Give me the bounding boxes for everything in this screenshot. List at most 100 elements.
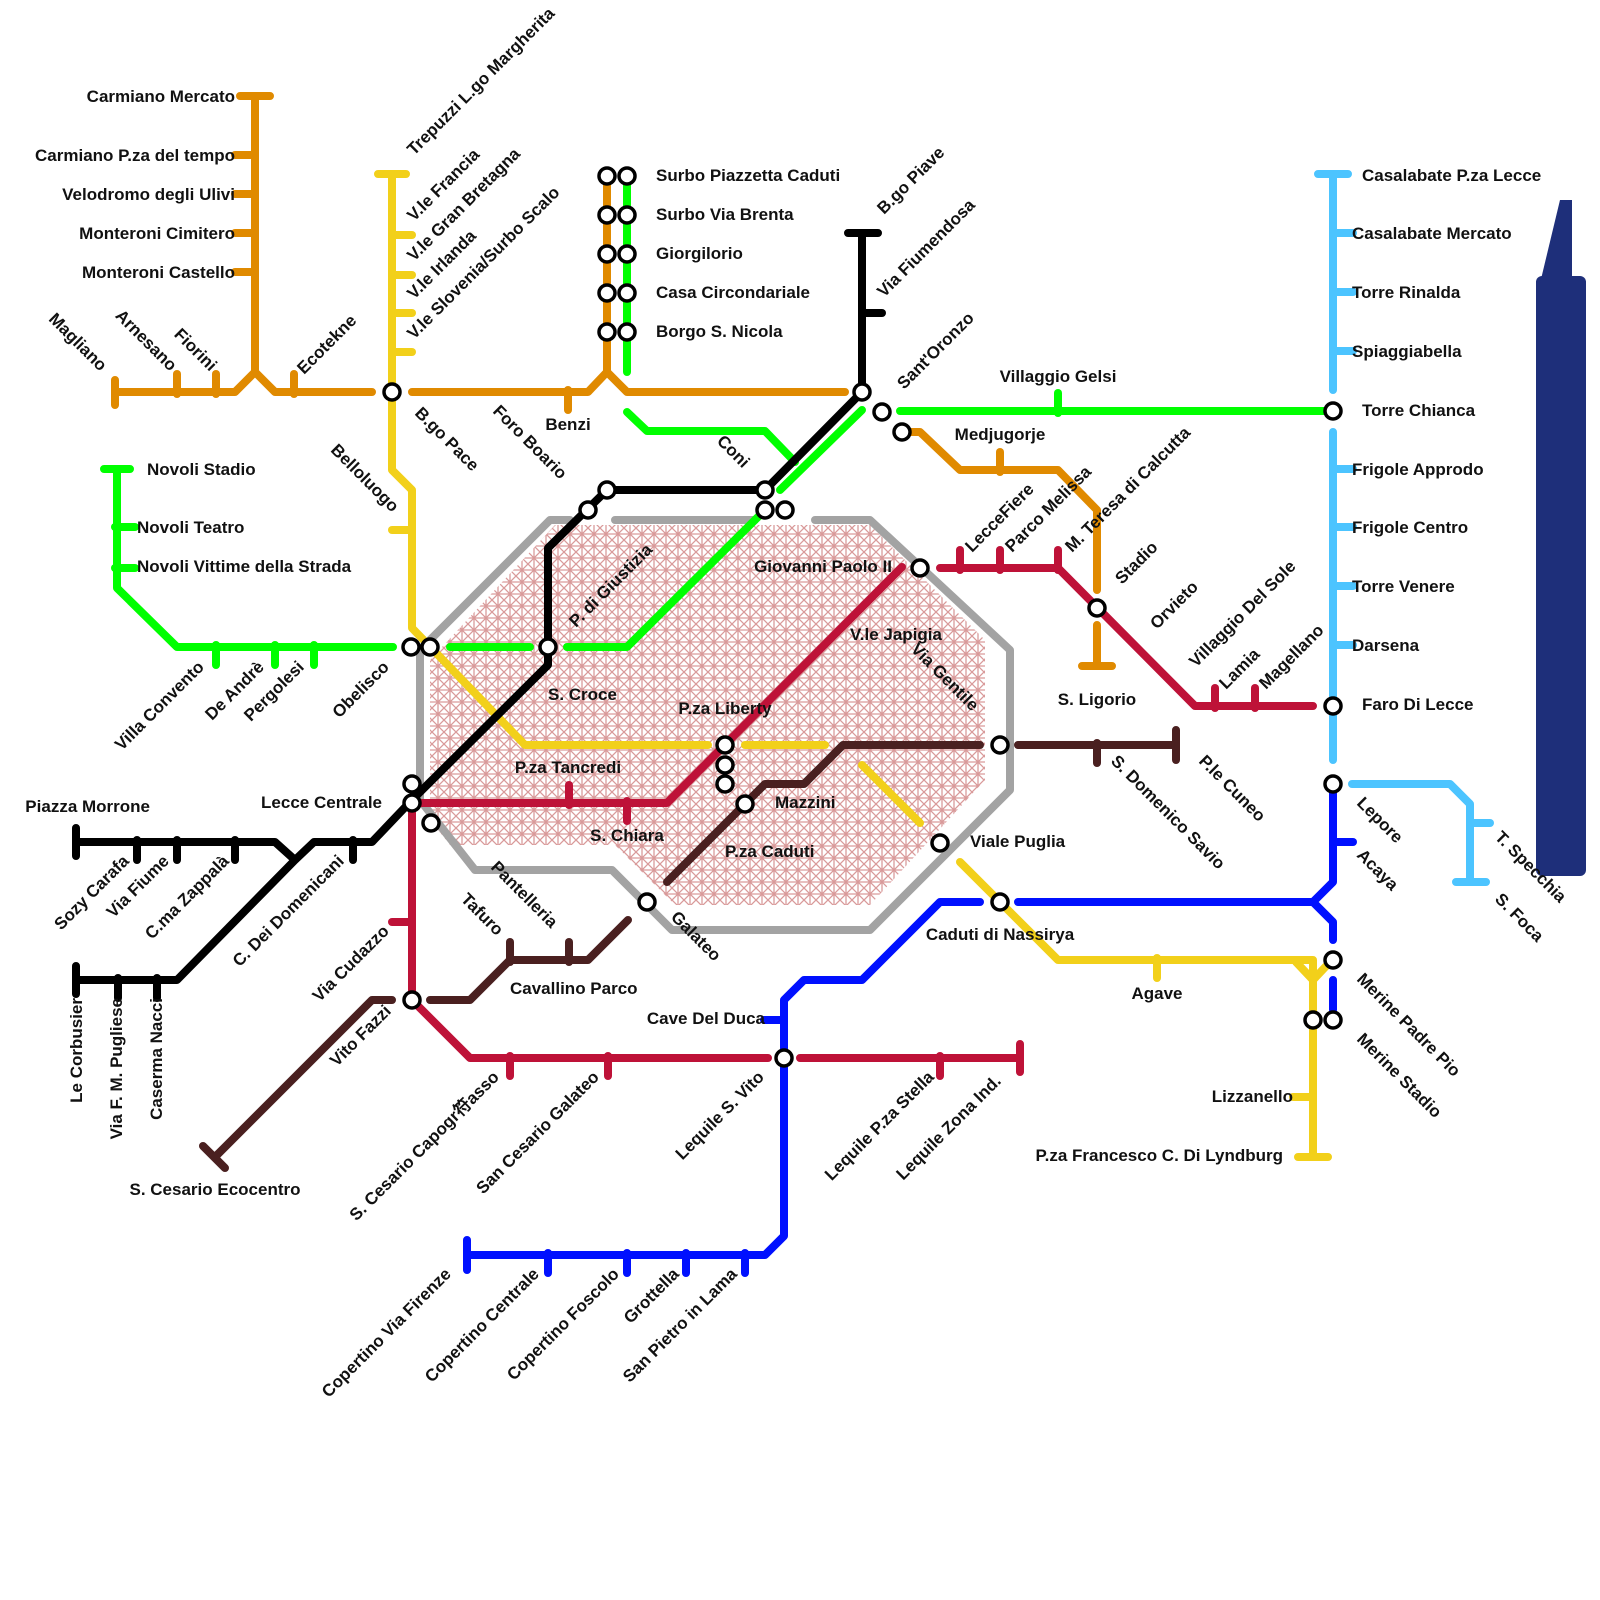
station-label[interactable]: Via F. M. Pugliese <box>107 998 126 1139</box>
station-label[interactable]: Lequile S. Vito <box>672 1067 768 1163</box>
interchange-station[interactable] <box>402 774 422 794</box>
station-label[interactable]: B.go Pace <box>411 403 483 475</box>
station-label[interactable]: Carmiano Mercato <box>87 87 235 106</box>
station-label[interactable]: Villa Convento <box>111 657 208 754</box>
interchange-station[interactable] <box>1323 696 1343 716</box>
interchange-station[interactable] <box>1323 401 1343 421</box>
interchange-station[interactable] <box>617 283 637 303</box>
interchange-station[interactable] <box>930 833 950 853</box>
station-label[interactable]: B.go Piave <box>873 143 948 218</box>
station-label[interactable]: Trepuzzi L.go Margherita <box>403 3 558 158</box>
interchange-station[interactable] <box>402 793 422 813</box>
station-label[interactable]: Novoli Teatro <box>137 518 244 537</box>
station-label[interactable]: Lepore <box>1353 793 1407 847</box>
station-label[interactable]: Giorgilorio <box>656 244 743 263</box>
interchange-station[interactable] <box>990 735 1010 755</box>
station-label[interactable]: Giovanni Paolo II <box>754 557 892 576</box>
station-label[interactable]: Cave Del Duca <box>647 1009 766 1028</box>
station-label[interactable]: V.le Japigia <box>850 625 943 644</box>
interchange-station[interactable] <box>774 1048 794 1068</box>
interchange-station[interactable] <box>401 637 421 657</box>
interchange-station[interactable] <box>715 735 735 755</box>
station-label[interactable]: Mazzini <box>775 793 835 812</box>
station-label[interactable]: S. Ligorio <box>1058 690 1136 709</box>
interchange-station[interactable] <box>382 382 402 402</box>
station-label[interactable]: Piazza Morrone <box>25 797 150 816</box>
interchange-station[interactable] <box>1323 774 1343 794</box>
interchange-station[interactable] <box>1303 1010 1323 1030</box>
station-label[interactable]: S. Chiara <box>590 826 664 845</box>
station-label[interactable]: Surbo Via Brenta <box>656 205 794 224</box>
station-label[interactable]: Agave <box>1131 984 1182 1003</box>
station-label[interactable]: Novoli Stadio <box>147 460 256 479</box>
station-label[interactable]: Carmiano P.za del tempo <box>35 146 235 165</box>
interchange-station[interactable] <box>597 166 617 186</box>
interchange-station[interactable] <box>538 637 558 657</box>
station-label[interactable]: Cavallino Parco <box>510 979 638 998</box>
station-label[interactable]: Fiorini <box>170 325 220 375</box>
station-label[interactable]: S. Croce <box>548 685 617 704</box>
interchange-station[interactable] <box>637 892 657 912</box>
station-label[interactable]: Torre Rinalda <box>1352 283 1461 302</box>
station-label[interactable]: P.za Tancredi <box>515 758 621 777</box>
station-label[interactable]: Lizzanello <box>1212 1087 1293 1106</box>
station-label[interactable]: S. Cesario Ecocentro <box>129 1180 300 1199</box>
interchange-station[interactable] <box>421 813 441 833</box>
interchange-station[interactable] <box>755 480 775 500</box>
interchange-station[interactable] <box>597 283 617 303</box>
station-label[interactable]: Caserma Nacci <box>147 998 166 1120</box>
interchange-station[interactable] <box>597 322 617 342</box>
interchange-station[interactable] <box>910 558 930 578</box>
interchange-station[interactable] <box>775 500 795 520</box>
interchange-station[interactable] <box>735 794 755 814</box>
station-label[interactable]: Darsena <box>1352 636 1420 655</box>
station-label[interactable]: Surbo Piazzetta Caduti <box>656 166 840 185</box>
station-label[interactable]: Monteroni Cimitero <box>79 224 235 243</box>
station-label[interactable]: Novoli Vittime della Strada <box>137 557 352 576</box>
station-label[interactable]: Merine Padre Pio <box>1353 969 1464 1080</box>
station-label[interactable]: S. Foca <box>1491 889 1548 946</box>
station-label[interactable]: Spiaggiabella <box>1352 342 1462 361</box>
interchange-station[interactable] <box>1087 598 1107 618</box>
station-label[interactable]: S. Cesario Capogr符asso <box>345 1067 503 1225</box>
interchange-station[interactable] <box>617 244 637 264</box>
interchange-station[interactable] <box>402 990 422 1010</box>
station-label[interactable]: Viale Puglia <box>970 832 1066 851</box>
interchange-station[interactable] <box>892 422 912 442</box>
station-label[interactable]: Magellano <box>1255 621 1327 693</box>
station-label[interactable]: P.za Caduti <box>725 842 814 861</box>
interchange-station[interactable] <box>597 244 617 264</box>
station-label[interactable]: Monteroni Castello <box>82 263 235 282</box>
interchange-station[interactable] <box>990 892 1010 912</box>
station-label[interactable]: Stadio <box>1111 538 1161 588</box>
interchange-station[interactable] <box>578 500 598 520</box>
station-label[interactable]: Ecotekne <box>293 311 360 378</box>
interchange-station[interactable] <box>755 500 775 520</box>
station-label[interactable]: Magliano <box>45 309 111 375</box>
station-label[interactable]: Torre Chianca <box>1362 401 1476 420</box>
station-label[interactable]: Acaya <box>1353 845 1402 894</box>
station-label[interactable]: Casalabate P.za Lecce <box>1362 166 1541 185</box>
station-label[interactable]: Medjugorje <box>955 425 1046 444</box>
station-label[interactable]: Torre Venere <box>1352 577 1455 596</box>
station-label[interactable]: Borgo S. Nicola <box>656 322 783 341</box>
interchange-station[interactable] <box>617 205 637 225</box>
station-label[interactable]: Tafuro <box>457 889 507 939</box>
interchange-station[interactable] <box>1323 1010 1343 1030</box>
interchange-station[interactable] <box>420 637 440 657</box>
station-label[interactable]: Coni <box>713 431 753 471</box>
interchange-station[interactable] <box>617 322 637 342</box>
interchange-station[interactable] <box>715 774 735 794</box>
station-label[interactable]: Faro Di Lecce <box>1362 695 1474 714</box>
interchange-station[interactable] <box>715 755 735 775</box>
station-label[interactable]: Villaggio Gelsi <box>1000 367 1117 386</box>
interchange-station[interactable] <box>597 205 617 225</box>
station-label[interactable]: Casa Circondariale <box>656 283 810 302</box>
station-label[interactable]: Caduti di Nassirya <box>926 925 1075 944</box>
station-label[interactable]: P.za Francesco C. Di Lyndburg <box>1035 1146 1283 1165</box>
station-label[interactable]: Frigole Centro <box>1352 518 1468 537</box>
station-label[interactable]: Lecce Centrale <box>261 793 382 812</box>
station-label[interactable]: P.za Liberty <box>678 699 772 718</box>
interchange-station[interactable] <box>872 402 892 422</box>
station-label[interactable]: Galateo <box>667 907 725 965</box>
